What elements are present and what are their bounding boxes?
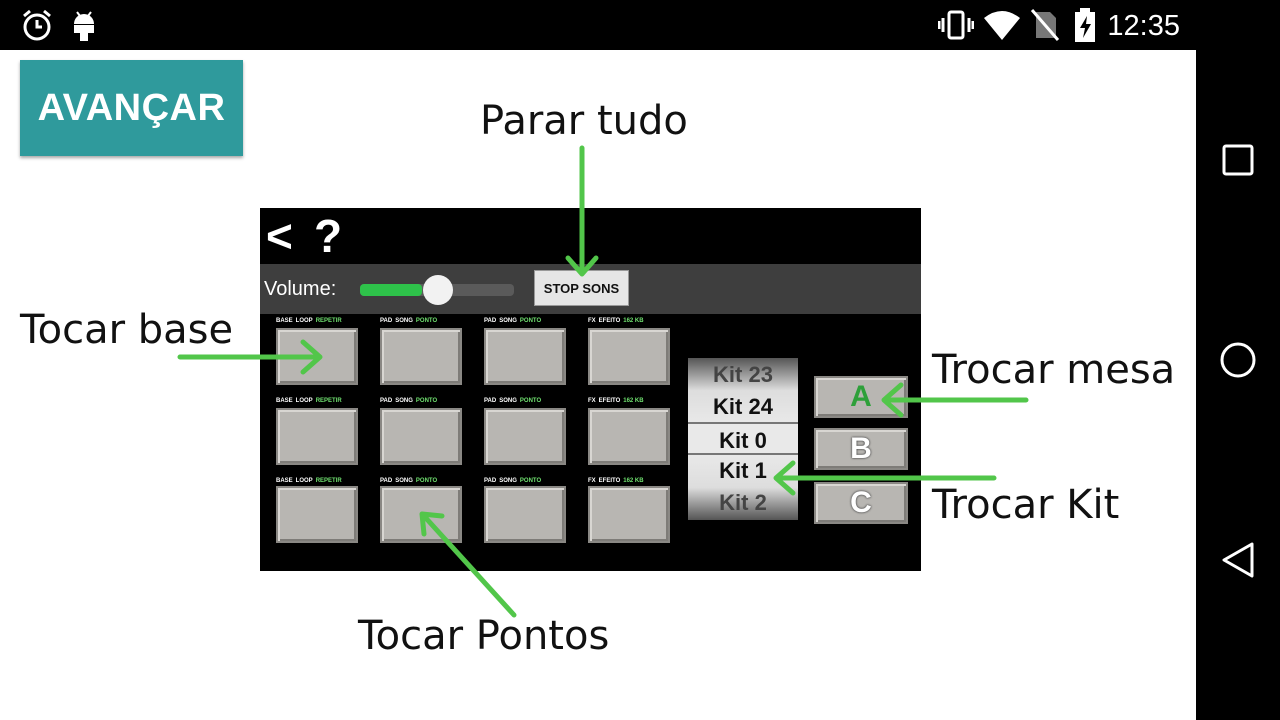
pad-label-b: EFEITO <box>598 478 621 484</box>
pad-label-c: REPETIR <box>315 318 342 324</box>
pad-label-a: FX <box>588 318 596 324</box>
no-sim-icon <box>1030 8 1060 47</box>
pad-label-a: BASE <box>276 478 293 484</box>
navigation-bar <box>1196 50 1280 720</box>
sound-pad[interactable] <box>380 408 462 465</box>
pad-label-c: PONTO <box>415 318 438 324</box>
pad-label-c: PONTO <box>415 398 438 404</box>
pad-label-c: 162 KB <box>623 318 644 324</box>
pad-label-a: BASE <box>276 398 293 404</box>
pad-label-b: EFEITO <box>598 398 621 404</box>
back-chevron-icon[interactable]: < <box>266 210 293 262</box>
sound-pad[interactable] <box>588 486 670 543</box>
pad-label-b: SONG <box>499 478 517 484</box>
pad-label-a: PAD <box>484 398 497 404</box>
status-bar: 12:35 <box>0 0 1280 50</box>
app-toolbar: < ? <box>260 208 921 264</box>
back-triangle-icon[interactable] <box>1218 540 1258 580</box>
pad-label-c: 162 KB <box>623 398 644 404</box>
pad-label-c: PONTO <box>415 478 438 484</box>
battery-charging-icon <box>1072 8 1098 47</box>
kit-item[interactable]: Kit 1 <box>719 458 767 483</box>
volume-label: Volume: <box>264 278 337 300</box>
slider-fill <box>360 284 422 296</box>
sound-pad[interactable] <box>484 408 566 465</box>
tutorial-content: AVANÇAR Parar tudo Tocar base Trocar mes… <box>0 50 1196 720</box>
sound-pad[interactable] <box>276 328 358 385</box>
pad-label-c: PONTO <box>519 318 542 324</box>
mesa-button-a[interactable]: A <box>814 376 908 418</box>
sound-pad[interactable] <box>484 328 566 385</box>
kit-item[interactable]: Kit 23 <box>713 362 773 387</box>
mesa-button-c[interactable]: C <box>814 482 908 524</box>
kit-item[interactable]: Kit 0 <box>688 422 798 455</box>
pad-label-a: PAD <box>380 398 393 404</box>
pad-label-b: SONG <box>499 318 517 324</box>
status-time: 12:35 <box>1107 10 1180 42</box>
sound-pad[interactable] <box>588 328 670 385</box>
vibrate-icon <box>937 8 975 47</box>
pad-label-a: FX <box>588 398 596 404</box>
pad-label-b: SONG <box>395 478 413 484</box>
avancar-button[interactable]: AVANÇAR <box>20 60 243 156</box>
callout-parar-tudo: Parar tudo <box>480 98 688 144</box>
sound-pad[interactable] <box>484 486 566 543</box>
kit-item[interactable]: Kit 2 <box>719 490 767 515</box>
pad-label-b: LOOP <box>295 478 313 484</box>
pad-label-a: PAD <box>380 318 393 324</box>
mesa-button-b[interactable]: B <box>814 428 908 470</box>
pad-label-a: PAD <box>484 478 497 484</box>
alarm-icon <box>20 8 54 47</box>
callout-trocar-mesa: Trocar mesa <box>932 347 1176 393</box>
sound-pad[interactable] <box>380 328 462 385</box>
sound-pad[interactable] <box>380 486 462 543</box>
pad-label-c: PONTO <box>519 398 542 404</box>
callout-tocar-base: Tocar base <box>20 307 234 353</box>
sound-pad[interactable] <box>276 408 358 465</box>
help-icon[interactable]: ? <box>314 210 343 262</box>
pad-label-b: SONG <box>499 398 517 404</box>
pad-label-a: PAD <box>484 318 497 324</box>
sound-pad[interactable] <box>276 486 358 543</box>
pad-label-a: PAD <box>380 478 393 484</box>
pad-label-b: LOOP <box>295 318 313 324</box>
stop-sons-button[interactable]: STOP SONS <box>534 270 629 306</box>
wifi-icon <box>982 8 1022 47</box>
callout-tocar-pontos: Tocar Pontos <box>358 613 610 659</box>
recents-square-icon[interactable] <box>1218 140 1258 180</box>
pad-label-b: SONG <box>395 398 413 404</box>
kit-picker[interactable]: Kit 23 Kit 24 Kit 0 Kit 1 Kit 2 <box>688 358 798 520</box>
sound-pad[interactable] <box>588 408 670 465</box>
pad-label-a: FX <box>588 478 596 484</box>
kit-item[interactable]: Kit 24 <box>713 394 773 419</box>
slider-thumb <box>423 275 453 305</box>
pad-label-b: EFEITO <box>598 318 621 324</box>
pad-label-c: REPETIR <box>315 398 342 404</box>
android-debug-icon <box>70 8 98 47</box>
pad-label-a: BASE <box>276 318 293 324</box>
pad-label-b: LOOP <box>295 398 313 404</box>
pad-label-c: PONTO <box>519 478 542 484</box>
volume-slider[interactable] <box>360 274 516 306</box>
callout-trocar-kit: Trocar Kit <box>932 482 1120 528</box>
pad-label-c: 162 KB <box>623 478 644 484</box>
pad-label-b: SONG <box>395 318 413 324</box>
home-circle-icon[interactable] <box>1218 340 1258 380</box>
pad-label-c: REPETIR <box>315 478 342 484</box>
